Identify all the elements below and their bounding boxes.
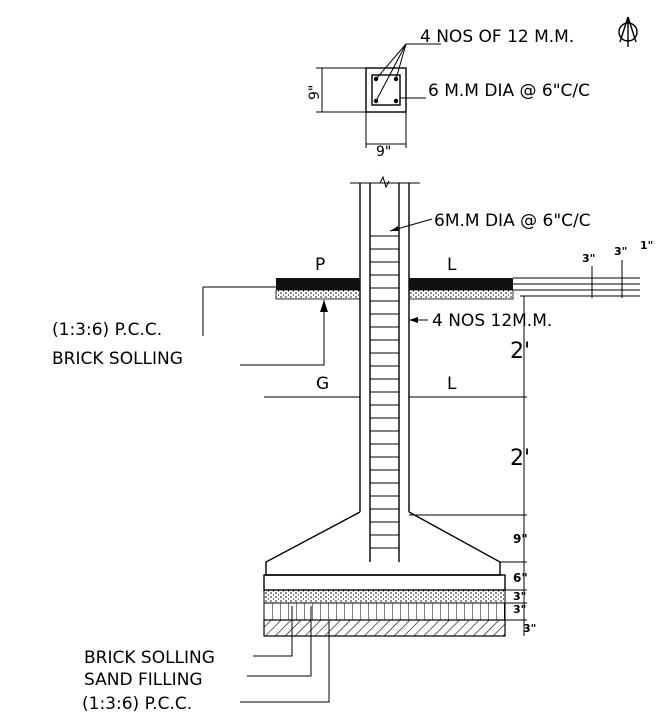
stirrup-ties [370,235,399,549]
ground-l: L [447,374,457,394]
plinth-l: L [447,255,457,275]
dim-3in-3: 3" [523,622,536,635]
pcc-layer [263,589,506,604]
brick-solling-label-top: BRICK SOLLING [52,349,183,369]
ground-g: G [316,374,329,394]
pcc-label-top: (1:3:6) P.C.C. [52,320,162,340]
footing-base [263,574,506,591]
dim-9in: 9" [513,532,528,546]
main-bars-label: 4 NOS 12M.M. [432,311,552,331]
dim-2ft-lower: 2' [510,446,530,471]
footing-slope [265,511,501,576]
stirrup-outline [371,74,401,106]
plinth-pcc-right [408,289,514,300]
bars-label: 4 NOS OF 12 M.M. [420,27,574,47]
plinth-p: P [315,255,325,275]
brick-solling-label: BRICK SOLLING [84,648,215,668]
column-section: 4 NOS OF 12 M.M. 6 M.M DIA @ 6"C/C 9" 9" [307,27,590,160]
dim-6in: 6" [513,571,528,585]
plinth-dim-1in: 1" [640,239,653,252]
pcc-label-bottom: (1:3:6) P.C.C. [82,694,192,714]
plinth-dim-3in-b: 3" [614,245,627,258]
plinth-dim-3in-a: 3" [582,252,595,265]
plinth-beam-left [276,278,360,290]
rebar-dot [393,98,399,104]
plinth-beam-right [409,278,513,290]
sand-filling-label: SAND FILLING [84,670,203,690]
col-depth-dim: 9" [307,85,323,100]
column-elevation: 6M.M DIA @ 6"C/C P L (1:3:6) P.C.C. BRIC… [52,175,653,714]
north-arrow-icon [618,16,638,47]
dim-3in-1: 3" [513,590,526,603]
dim-3in-2: 3" [513,603,526,616]
ring-label: 6M.M DIA @ 6"C/C [434,211,591,231]
stirrup-label: 6 M.M DIA @ 6"C/C [428,81,590,101]
dim-2ft-upper: 2' [510,339,530,364]
sand-layer [263,619,506,637]
brick-solling-layer [263,602,506,621]
plinth-pcc-left [275,289,361,300]
col-width-dim: 9" [376,144,391,160]
